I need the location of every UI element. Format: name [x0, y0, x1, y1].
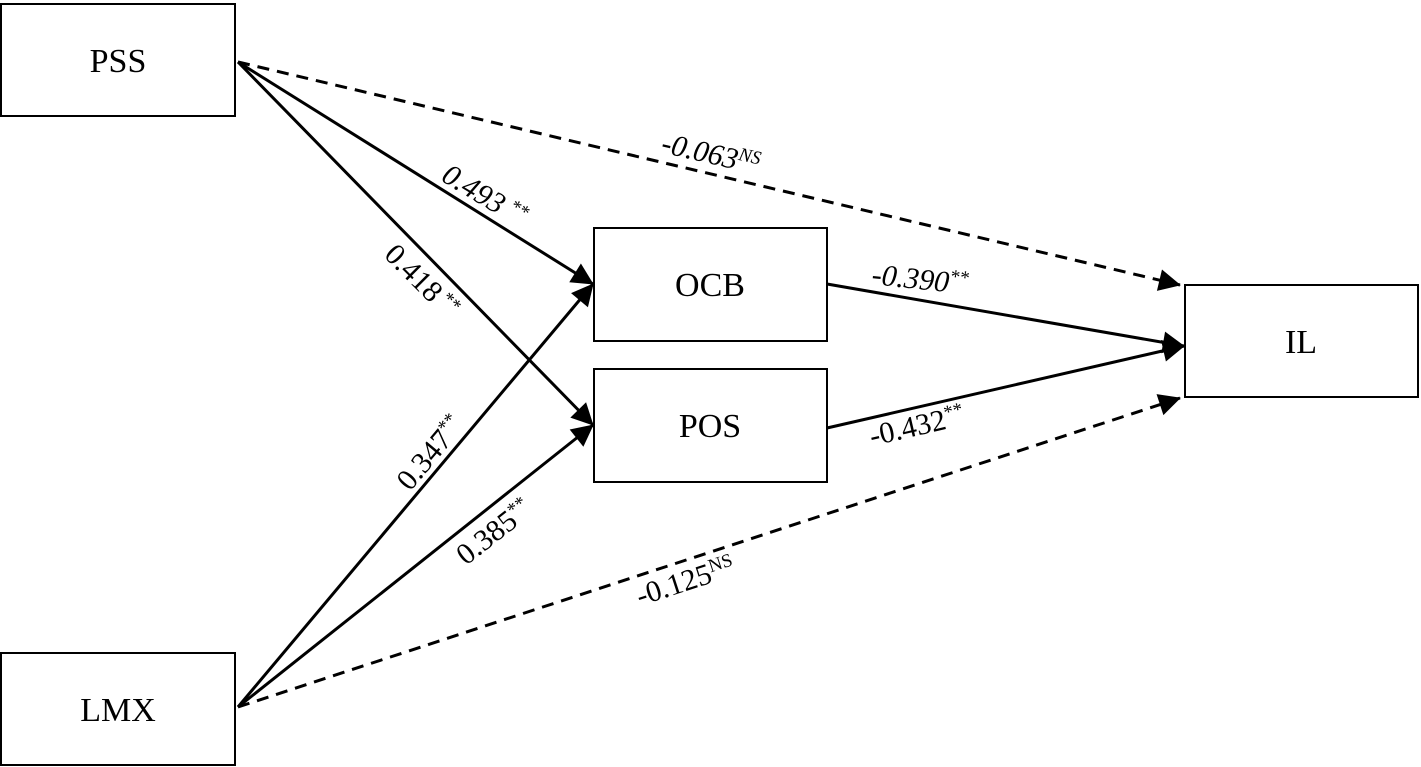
- label-pss-il-sig: NS: [736, 144, 764, 170]
- edge-lmx-il: [237, 394, 1181, 709]
- edge-pos-il: [826, 340, 1185, 430]
- edge-lmx-ocb: [236, 283, 595, 708]
- edge-lmx-pos: [237, 423, 594, 709]
- node-pss: PSS: [0, 3, 236, 117]
- edge-pss-ocb: [237, 60, 594, 286]
- label-lmx-il-sig: NS: [706, 550, 736, 577]
- label-pss-ocb-sig: **: [506, 196, 534, 224]
- label-ocb-il-coef: -0.390: [870, 258, 951, 299]
- label-lmx-il-coef: -0.125: [632, 557, 716, 612]
- node-pss-label: PSS: [90, 43, 147, 80]
- label-pos-il-sig: **: [942, 399, 965, 424]
- node-ocb-label: OCB: [675, 267, 745, 304]
- node-pos: POS: [593, 368, 828, 483]
- edge-pss-pos: [236, 60, 595, 427]
- label-pss-pos-coef: 0.418: [378, 238, 449, 309]
- edge-ocb-il: [826, 282, 1185, 354]
- label-pss-ocb-coef: 0.493: [436, 158, 511, 221]
- edge-pss-il: [237, 60, 1181, 291]
- node-lmx-label: LMX: [80, 692, 156, 729]
- label-pss-il-coef: -0.063: [658, 127, 741, 177]
- label-ocb-il-sig: **: [949, 266, 971, 289]
- node-il-label: IL: [1285, 324, 1317, 361]
- label-pos-il-coef: -0.432: [866, 403, 949, 453]
- label-ocb-il: -0.390**: [870, 258, 970, 301]
- node-pos-label: POS: [679, 408, 741, 445]
- node-il: IL: [1184, 284, 1419, 398]
- node-ocb: OCB: [593, 227, 828, 342]
- label-lmx-ocb: 0.347**: [390, 409, 471, 496]
- node-lmx: LMX: [0, 652, 236, 766]
